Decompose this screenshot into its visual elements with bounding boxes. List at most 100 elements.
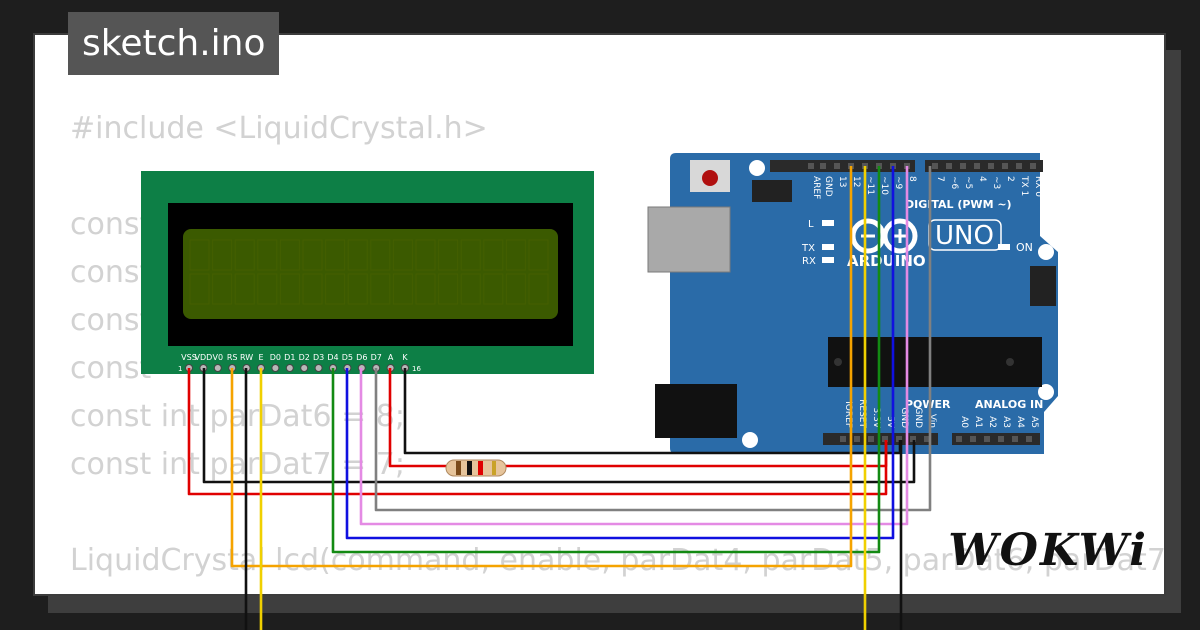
analog-pin[interactable] [970, 436, 976, 442]
arduino-logo-icon [850, 218, 918, 254]
power-jack[interactable] [655, 384, 737, 438]
wire-d6-pin8[interactable] [359, 166, 909, 526]
power-pin[interactable] [854, 436, 860, 442]
lcd-pin[interactable] [271, 364, 280, 372]
digital-pin-label: ~10 [879, 176, 889, 195]
digital-pin[interactable] [960, 163, 966, 169]
code-line: LiquidCrystal lcd(command, enable, parDa… [70, 543, 1166, 578]
mount-hole [1038, 384, 1054, 400]
power-pin-label: IOREF [843, 401, 853, 428]
digital-pin-label: 4 [977, 176, 987, 182]
digital-pin[interactable] [1016, 163, 1022, 169]
lcd-cell [325, 273, 346, 305]
digital-pin[interactable] [1002, 163, 1008, 169]
resistor[interactable] [445, 459, 507, 477]
digital-pin[interactable] [932, 163, 938, 169]
lcd-pin-last: 16 [412, 365, 421, 373]
lcd-cell [483, 239, 504, 271]
lcd-cell [279, 239, 300, 271]
lcd-cell [370, 239, 391, 271]
digital-pin[interactable] [988, 163, 994, 169]
digital-pin-label: 13 [837, 176, 847, 187]
digital-header-label: DIGITAL (PWM ~) [905, 198, 1012, 211]
digital-pin-label: 7 [935, 176, 945, 182]
file-title[interactable]: sketch.ino [68, 12, 280, 75]
icsp-header-right [1030, 266, 1056, 306]
wokwi-logo: WOKWi [948, 525, 1148, 576]
lcd-cell [505, 273, 526, 305]
chip-dot [1006, 358, 1014, 366]
resistor-band [467, 461, 472, 475]
wire-d4-pin10[interactable] [331, 166, 881, 554]
lcd-cell [392, 239, 413, 271]
power-header-label: POWER [905, 398, 951, 411]
analog-pin[interactable] [984, 436, 990, 442]
digital-pin[interactable] [946, 163, 952, 169]
power-pin[interactable] [840, 436, 846, 442]
lcd-pin-label: E [258, 353, 263, 362]
lcd-pin[interactable] [314, 364, 323, 372]
lcd-pin-label: D3 [313, 353, 324, 362]
digital-pin[interactable] [974, 163, 980, 169]
code-line: const [70, 351, 152, 386]
power-pin[interactable] [896, 436, 902, 442]
wire-d5-pin9[interactable] [345, 166, 895, 540]
digital-pin-label: GND [823, 176, 833, 197]
digital-pin-label: 12 [851, 176, 861, 187]
l-led [822, 220, 834, 226]
lcd-pin[interactable] [213, 364, 222, 372]
lcd-cell [212, 239, 233, 271]
lcd-pin-label: VSS [181, 353, 197, 362]
wire-rs-pin12[interactable] [230, 166, 853, 568]
reset-button[interactable] [702, 170, 718, 186]
analog-pin-label: A3 [1001, 416, 1011, 428]
analog-pin-label: A4 [1015, 416, 1025, 428]
analog-pin[interactable] [998, 436, 1004, 442]
resistor-band [492, 461, 496, 475]
wire-vdd-5v[interactable] [187, 368, 888, 496]
lcd-cell [370, 273, 391, 305]
rx-led [822, 257, 834, 263]
lcd-pin-label: D0 [270, 353, 281, 362]
lcd-pin-label: VDD [195, 353, 213, 362]
wire-a-resistor[interactable] [388, 368, 446, 468]
usb-connector[interactable] [647, 206, 731, 273]
analog-pin[interactable] [1026, 436, 1032, 442]
analog-pin-label: A2 [987, 416, 997, 428]
l-led-label: L [808, 219, 814, 230]
on-label: ON [1016, 241, 1033, 254]
digital-pin[interactable] [820, 163, 826, 169]
power-pin-label: 3.3V [871, 408, 881, 429]
power-pin[interactable] [924, 436, 930, 442]
lcd-cell [438, 239, 459, 271]
rx-led-label: RX [802, 256, 816, 267]
on-led [998, 244, 1010, 250]
digital-pin[interactable] [808, 163, 814, 169]
resistor-body [445, 459, 507, 477]
power-pin[interactable] [910, 436, 916, 442]
icsp-header-top [752, 180, 792, 202]
digital-pin-label: ~3 [991, 176, 1001, 189]
digital-pin[interactable] [1030, 163, 1036, 169]
analog-pin[interactable] [1012, 436, 1018, 442]
lcd-pin-label: RS [227, 353, 238, 362]
lcd-pin-label: K [402, 353, 408, 362]
wires [187, 166, 932, 630]
code-line: const [70, 255, 152, 290]
tx-led-label: TX [801, 243, 815, 254]
digital-pin[interactable] [834, 163, 840, 169]
lcd-cell [279, 273, 300, 305]
lcd-character-cells [189, 239, 549, 305]
analog-pin[interactable] [956, 436, 962, 442]
lcd-pin[interactable] [285, 364, 294, 372]
arduino-uno-board[interactable]: ARDUINO UNO DIGITAL (PWM ~) POWER ANALOG… [647, 153, 1058, 454]
lcd-cell [325, 239, 346, 271]
lcd-pin-label: A [388, 353, 394, 362]
power-pin[interactable] [868, 436, 874, 442]
wire-d7-pin7[interactable] [374, 166, 932, 512]
lcd-pin[interactable] [300, 364, 309, 372]
wire-vss-gnd[interactable] [202, 368, 916, 484]
power-pin[interactable] [882, 436, 888, 442]
